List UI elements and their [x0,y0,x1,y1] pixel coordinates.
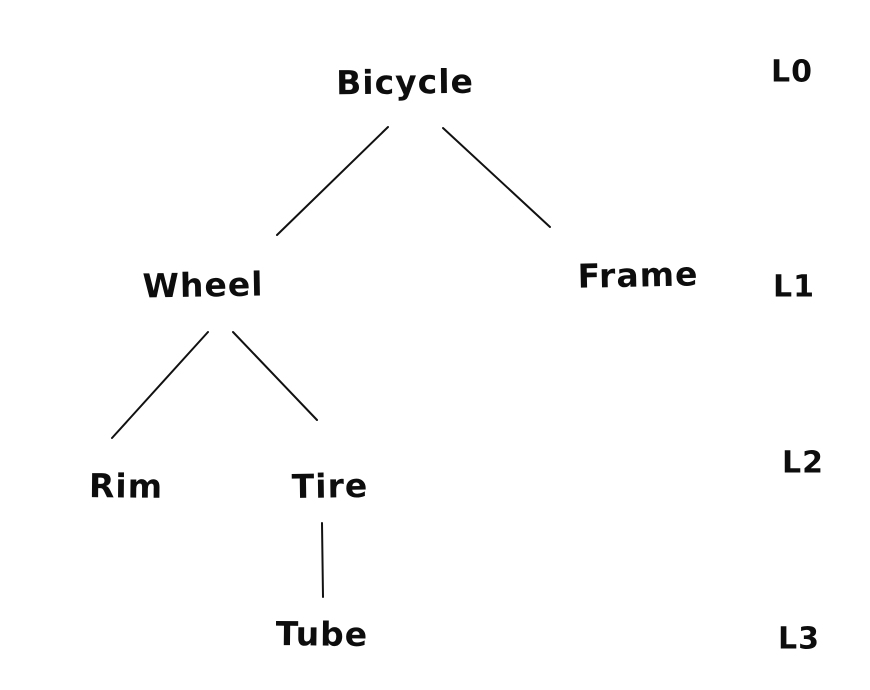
edge-bicycle-wheel [276,126,389,236]
tree-node-wheel: Wheel [142,264,264,306]
edge-wheel-tire [232,331,318,421]
level-label-l1: L1 [773,269,815,305]
tree-node-bicycle: Bicycle [335,61,475,103]
tree-node-rim: Rim [88,466,164,506]
tree-node-tube: Tube [275,614,369,654]
level-label-l0: L0 [771,54,813,90]
edge-bicycle-frame [442,127,551,228]
level-label-l3: L3 [778,621,820,657]
level-label-l2: L2 [782,445,824,481]
edge-tire-tube [321,522,324,598]
tree-node-frame: Frame [577,254,699,296]
edge-wheel-rim [111,331,209,439]
tree-node-tire: Tire [291,465,369,507]
